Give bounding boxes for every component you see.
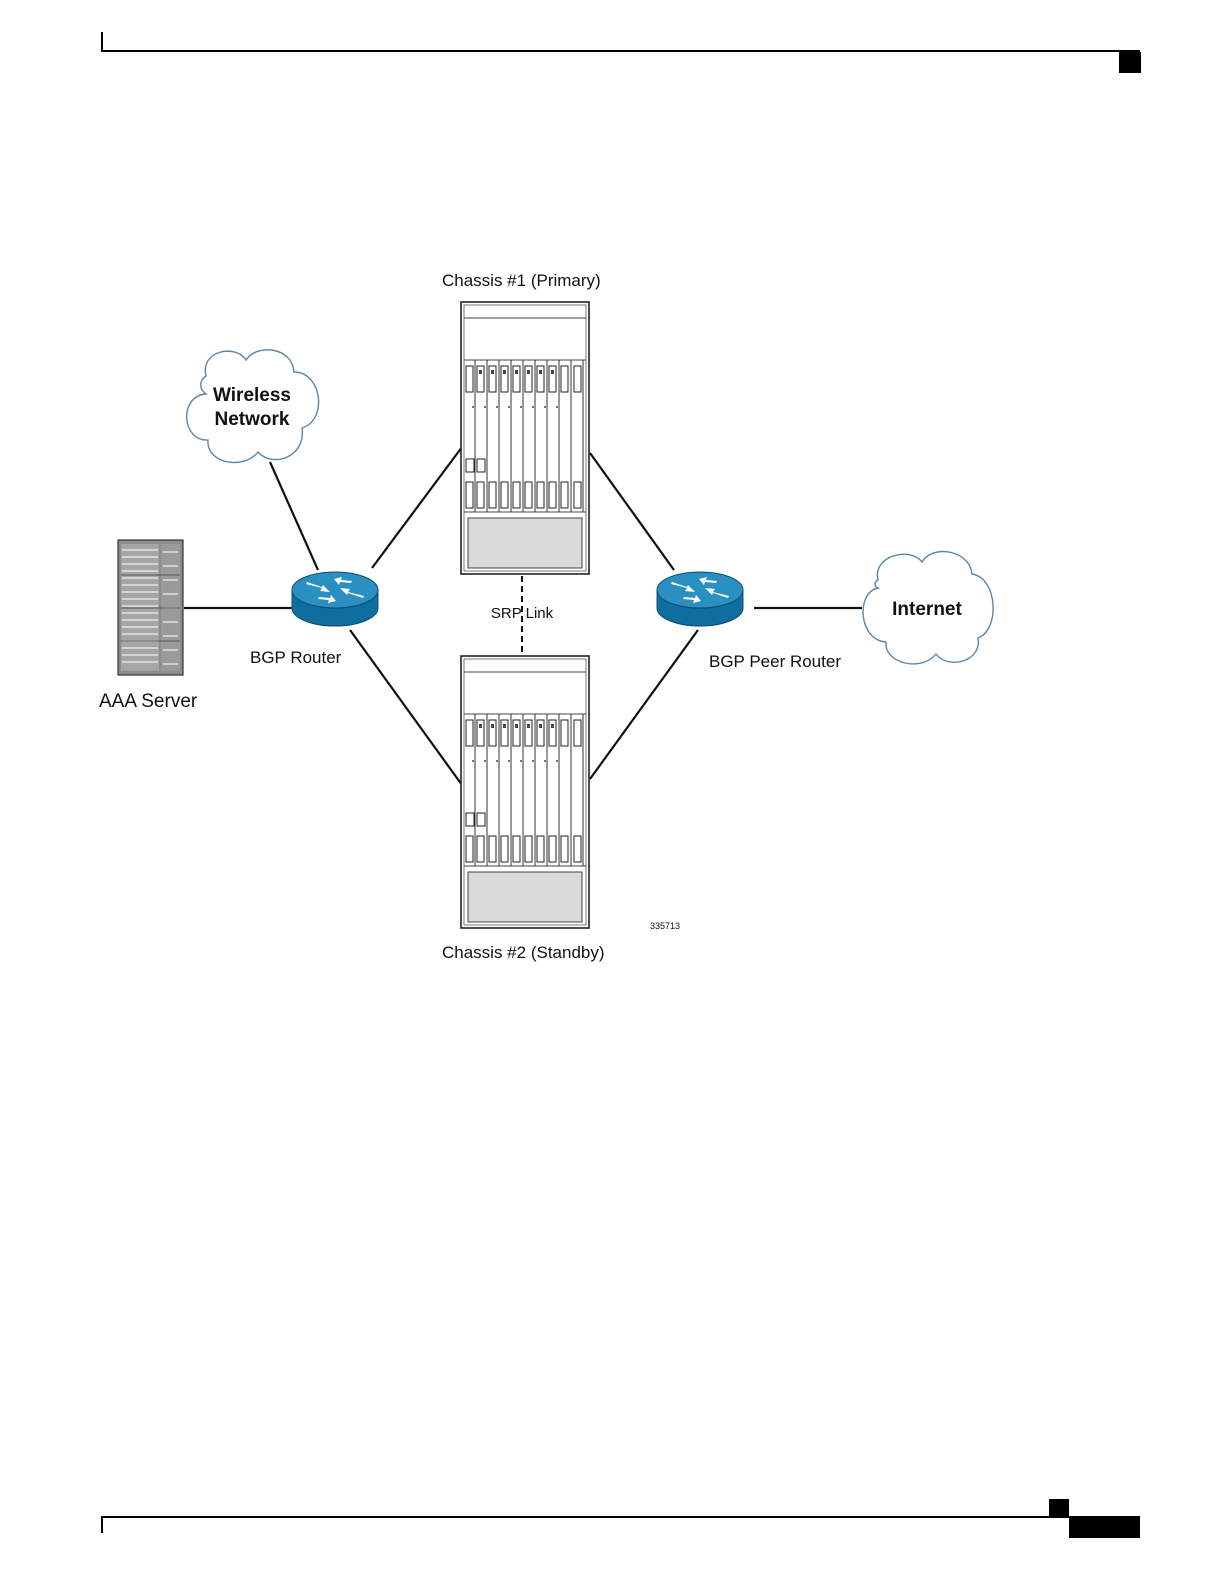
aaa-server-label: AAA Server: [99, 691, 198, 712]
wireless-cloud-line1: Wireless: [213, 385, 291, 406]
wireless-cloud-line2: Network: [215, 409, 290, 430]
link-wireless-to-bgp-router: [270, 462, 318, 570]
aaa-server-icon: [118, 540, 183, 675]
link-bgp-router-to-chassis1: [372, 447, 462, 568]
bgp-router-label: BGP Router: [250, 648, 342, 667]
figure-id-label: 335713: [650, 921, 680, 931]
srp-link-label: SRP Link: [491, 605, 554, 622]
bgp-peer-router-icon: [657, 572, 743, 626]
chassis-standby-label: Chassis #2 (Standby): [442, 943, 605, 962]
chassis-primary-icon: [461, 302, 589, 574]
bgp-peer-router-label: BGP Peer Router: [709, 652, 841, 671]
link-bgp-router-to-chassis2: [350, 630, 462, 785]
chassis-standby-icon: [461, 656, 589, 928]
internet-cloud-label: Internet: [892, 599, 962, 620]
bgp-router-icon: [292, 572, 378, 626]
wireless-network-cloud: Wireless Network: [187, 350, 319, 463]
internet-cloud: Internet: [863, 552, 993, 664]
link-chassis2-to-peer-router: [590, 630, 698, 779]
chassis-primary-label: Chassis #1 (Primary): [442, 271, 601, 290]
link-chassis1-to-peer-router: [590, 453, 674, 570]
